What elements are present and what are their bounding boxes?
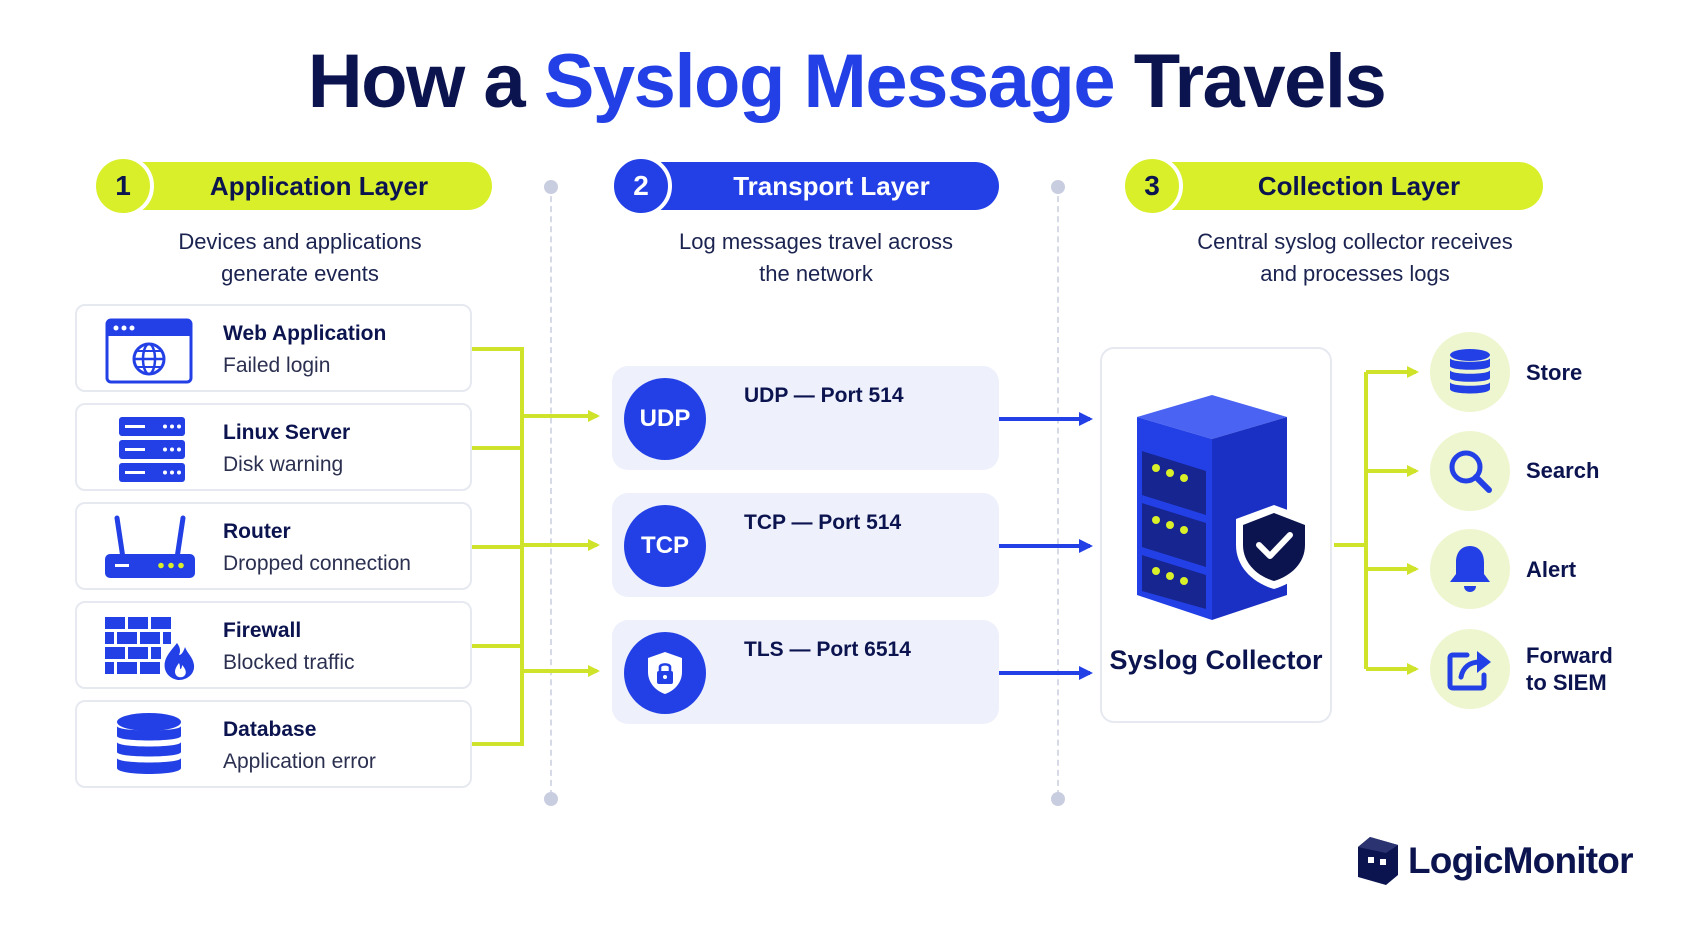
device-event: Application error — [223, 750, 376, 773]
search-action-circle — [1430, 431, 1510, 511]
protocol-card-tcp: TCP TCP — Port 514 — [612, 493, 999, 597]
protocol-card-udp: UDP UDP — Port 514 — [612, 366, 999, 470]
title-part2: Travels — [1133, 39, 1387, 124]
page-title: How a Syslog Message Travels — [0, 38, 1693, 125]
divider-1 — [550, 186, 552, 796]
protocol-card-tls: TLS — Port 6514 — [612, 620, 999, 724]
device-card-web-application: Web Application Failed login — [75, 304, 472, 392]
protocol-label: TLS — Port 6514 — [744, 638, 911, 661]
divider-1-bottom-dot — [544, 792, 558, 806]
divider-2 — [1057, 186, 1059, 796]
store-action-circle — [1430, 332, 1510, 412]
device-name: Firewall — [223, 619, 302, 642]
server-shield-icon — [1137, 395, 1312, 620]
tls-badge — [624, 632, 706, 714]
device-name: Web Application — [223, 322, 387, 345]
browser-globe-icon — [105, 318, 193, 384]
step-1-badge: 1 — [92, 155, 154, 217]
transport-layer-label: Transport Layer — [733, 170, 930, 201]
step-3-badge: 3 — [1121, 155, 1183, 217]
logo-wordmark: LogicMonitor — [1408, 840, 1633, 881]
forward-action-circle — [1430, 629, 1510, 709]
transport-layer-subtitle: Log messages travel across the network — [679, 229, 953, 286]
collection-layer-label: Collection Layer — [1257, 170, 1461, 201]
divider-2-top-dot — [1051, 180, 1065, 194]
application-layer-subtitle: Devices and applications generate events — [178, 229, 422, 286]
logicmonitor-logo: LogicMonitor — [1356, 833, 1633, 889]
alert-action-circle — [1430, 529, 1510, 609]
collection-layer-subtitle: Central syslog collector receives and pr… — [1197, 229, 1513, 286]
collection-layer-header: 3 Collection Layer — [1121, 155, 1543, 217]
syslog-collector-label: Syslog Collector — [1109, 645, 1323, 675]
logicmonitor-logo-icon — [1358, 837, 1398, 885]
application-layer-header: 1 Application Layer — [92, 155, 492, 217]
divider-2-bottom-dot — [1051, 792, 1065, 806]
device-event: Disk warning — [223, 453, 344, 476]
output-connector-lines — [1334, 366, 1419, 675]
device-name: Database — [223, 718, 317, 741]
device-name: Router — [223, 520, 291, 543]
device-card-firewall: Firewall Blocked traffic — [75, 601, 472, 689]
bell-icon — [1450, 546, 1490, 592]
udp-badge: UDP — [624, 378, 706, 460]
transport-layer-header: 2 Transport Layer — [610, 155, 999, 217]
share-forward-icon — [1447, 651, 1491, 691]
protocol-arrows — [993, 412, 1093, 680]
application-layer-label: Application Layer — [209, 170, 429, 201]
database-icon — [1450, 349, 1490, 394]
search-icon — [1449, 450, 1492, 493]
step-2-badge: 2 — [610, 155, 672, 217]
device-event: Dropped connection — [223, 552, 411, 575]
divider-1-top-dot — [544, 180, 558, 194]
syslog-collector-card: Syslog Collector — [1100, 347, 1332, 723]
protocol-label: UDP — Port 514 — [744, 384, 904, 407]
device-event: Blocked traffic — [223, 651, 355, 674]
lock-shield-icon — [648, 652, 682, 694]
title-part1: How a — [307, 39, 526, 124]
database-icon — [117, 713, 181, 774]
device-card-router: Router Dropped connection — [75, 502, 472, 590]
device-name: Linux Server — [223, 421, 351, 444]
device-card-database: Database Application error — [75, 700, 472, 788]
firewall-icon — [105, 617, 195, 680]
device-connector-lines — [451, 347, 600, 746]
search-label: Search — [1526, 458, 1600, 483]
router-icon — [105, 515, 195, 578]
forward-to-siem-label: Forward to SIEM — [1526, 643, 1613, 695]
device-event: Failed login — [223, 354, 331, 377]
protocol-label: TCP — Port 514 — [744, 511, 902, 534]
tcp-badge: TCP — [624, 505, 706, 587]
store-label: Store — [1526, 360, 1583, 385]
server-rack-icon — [119, 417, 185, 482]
device-card-linux-server: Linux Server Disk warning — [75, 403, 472, 491]
alert-label: Alert — [1526, 557, 1577, 582]
title-accent: Syslog Message — [543, 39, 1116, 124]
